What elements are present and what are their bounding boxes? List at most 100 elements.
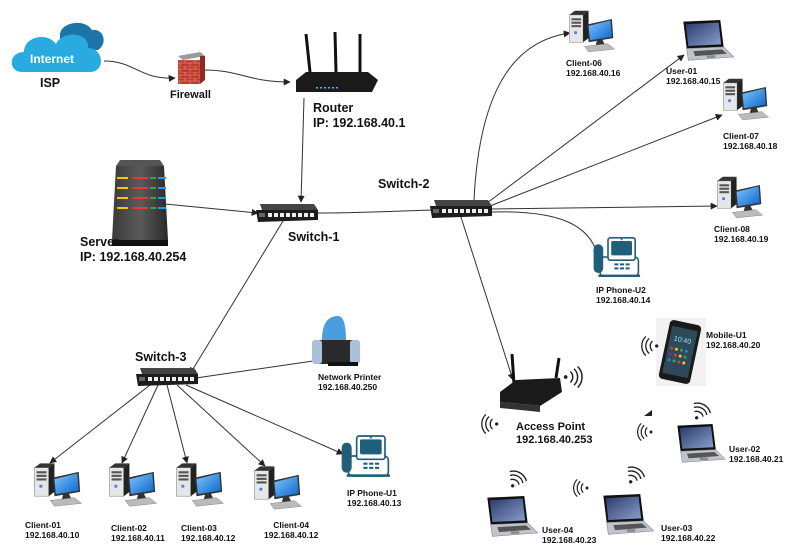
switch-2-icon <box>430 200 492 218</box>
user-03-ip: 192.168.40.22 <box>661 533 716 544</box>
printer-label: Network Printer 192.168.40.250 <box>318 372 381 392</box>
client-08-label: Client-08 192.168.40.19 <box>714 224 768 244</box>
router-label: Router IP: 192.168.40.1 <box>313 101 405 131</box>
user-04-ip: 192.168.40.23 <box>542 535 597 546</box>
client-04-ip: 192.168.40.12 <box>264 530 319 541</box>
wifi-waves-icon <box>686 399 714 425</box>
client-01-name: Client-01 <box>25 520 61 530</box>
router-ip: IP: 192.168.40.1 <box>313 116 406 130</box>
switch-2-label: Switch-2 <box>378 177 430 191</box>
ip-phone-u1-icon <box>340 435 390 478</box>
ip-phone-u1-ip: 192.168.40.13 <box>347 498 402 509</box>
switch-3-label: Switch-3 <box>135 350 187 364</box>
printer-name: Network Printer <box>318 372 382 382</box>
client-01-icon <box>34 463 82 507</box>
client-06-ip: 192.168.40.16 <box>566 68 621 79</box>
server-ip: IP: 192.168.40.254 <box>80 250 187 264</box>
wifi-waves-icon <box>572 478 590 498</box>
server-name: Server <box>80 235 119 249</box>
client-08-name: Client-08 <box>714 224 750 234</box>
firewall-label: Firewall <box>170 89 211 101</box>
client-03-name: Client-03 <box>181 523 217 533</box>
isp-label: ISP <box>40 76 61 90</box>
phone-screen-time: 10:40 <box>673 336 692 347</box>
ip-phone-u2-icon <box>592 236 640 278</box>
wifi-waves-icon <box>481 413 500 435</box>
link-switch2-client08 <box>491 202 718 210</box>
client-07-icon <box>723 78 769 121</box>
link-switch2-ipphone-u2 <box>489 211 600 257</box>
client-03-ip: 192.168.40.12 <box>181 533 236 544</box>
client-06-label: Client-06 192.168.40.16 <box>566 58 620 78</box>
client-08-icon <box>717 176 763 219</box>
client-04-label: Client-04 192.168.40.12 <box>264 520 318 540</box>
ip-phone-u1-name: IP Phone-U1 <box>347 488 397 498</box>
firewall-icon <box>178 52 205 84</box>
mobile-u1-name: Mobile-U1 <box>706 330 747 340</box>
router-icon <box>296 31 378 92</box>
client-07-ip: 192.168.40.18 <box>723 141 778 152</box>
switch-3-icon <box>136 368 198 386</box>
ip-phone-u2-ip: 192.168.40.14 <box>596 295 651 306</box>
ip-phone-u2-name: IP Phone-U2 <box>596 285 646 295</box>
client-02-label: Client-02 192.168.40.11 <box>111 523 165 543</box>
link-switch3-ipphone-u1 <box>185 384 344 455</box>
user-03-name: User-03 <box>661 523 693 533</box>
wifi-waves-icon <box>502 467 530 493</box>
link-firewall-router <box>203 69 291 86</box>
client-06-icon <box>569 10 615 53</box>
client-01-ip: 192.168.40.10 <box>25 530 80 541</box>
smartphone-icon: 10:40 <box>656 318 706 386</box>
router-name: Router <box>313 101 354 115</box>
link-switch3-printer <box>195 360 314 379</box>
client-03-icon <box>176 463 224 507</box>
ip-phone-u2-label: IP Phone-U2 192.168.40.14 <box>596 285 650 305</box>
cloud-icon <box>11 22 104 72</box>
wifi-waves-icon <box>563 366 583 388</box>
link-switch3-client02 <box>121 384 159 464</box>
cloud-text: Internet <box>30 52 74 66</box>
link-switch3-client03 <box>166 384 189 464</box>
wifi-waves-icon <box>636 422 654 442</box>
user-03-label: User-03 192.168.40.22 <box>661 523 715 543</box>
link-switch1-switch2 <box>317 209 433 214</box>
link-switch3-client01 <box>49 384 151 464</box>
user-03-laptop-icon <box>602 494 655 535</box>
mobile-u1-ip: 192.168.40.20 <box>706 340 761 351</box>
mobile-u1-label: Mobile-U1 192.168.40.20 <box>706 330 760 350</box>
client-02-name: Client-02 <box>111 523 147 533</box>
server-icon <box>112 160 168 246</box>
user-02-name: User-02 <box>729 444 761 454</box>
client-08-ip: 192.168.40.19 <box>714 234 769 245</box>
user-04-name: User-04 <box>542 525 574 535</box>
link-switch2-user01 <box>486 54 685 204</box>
access-point-name: Access Point <box>516 421 586 433</box>
small-arrow-icon <box>644 410 652 416</box>
client-01-label: Client-01 192.168.40.10 <box>25 520 79 540</box>
user-01-name: User-01 <box>666 66 698 76</box>
user-01-label: User-01 192.168.40.15 <box>666 66 720 86</box>
switch-1-icon <box>256 204 318 222</box>
link-switch2-access-point <box>459 213 515 381</box>
user-04-label: User-04 192.168.40.23 <box>542 525 596 545</box>
link-switch2-client06 <box>473 30 571 201</box>
link-switch2-client07 <box>489 114 723 207</box>
user-01-laptop-icon <box>682 20 735 61</box>
user-04-laptop-icon <box>486 496 539 537</box>
link-switch3-client04 <box>176 384 266 467</box>
ip-phone-u1-label: IP Phone-U1 192.168.40.13 <box>347 488 401 508</box>
printer-ip: 192.168.40.250 <box>318 382 378 393</box>
client-02-icon <box>109 463 157 507</box>
server-label: Server IP: 192.168.40.254 <box>80 235 186 265</box>
wifi-waves-icon <box>620 463 648 489</box>
user-01-ip: 192.168.40.15 <box>666 76 721 87</box>
access-point-label: Access Point 192.168.40.253 <box>516 421 592 447</box>
link-switch1-switch3 <box>189 220 284 375</box>
client-04-icon <box>254 466 302 510</box>
wifi-waves-icon <box>641 335 660 357</box>
user-02-label: User-02 192.168.40.21 <box>729 444 783 464</box>
client-02-ip: 192.168.40.11 <box>111 533 165 544</box>
client-07-label: Client-07 192.168.40.18 <box>723 131 777 151</box>
access-point-ip: 192.168.40.253 <box>516 434 593 447</box>
